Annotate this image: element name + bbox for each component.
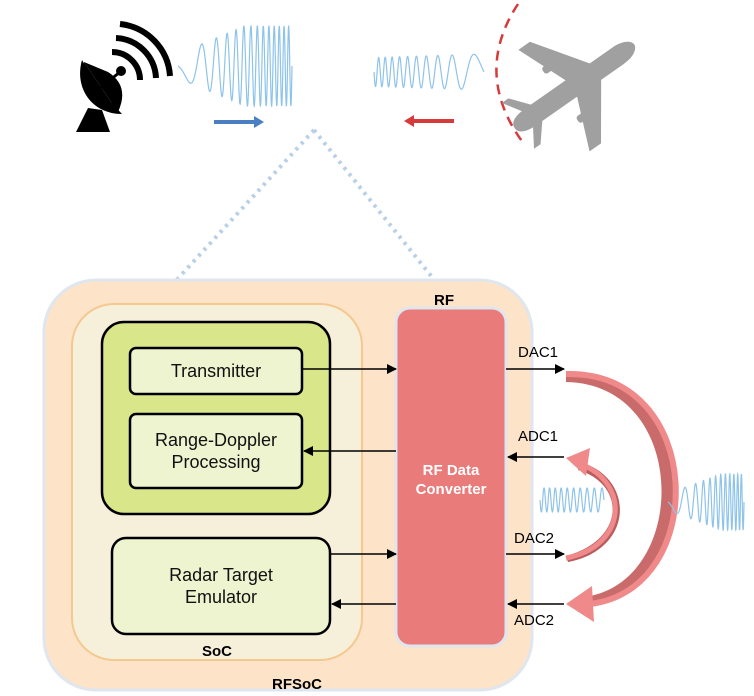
range-doppler-block[interactable]: [128, 412, 304, 490]
aircraft-icon: [501, 41, 636, 152]
transmit-wave: [177, 24, 293, 109]
dac2-label: DAC2: [514, 530, 555, 547]
soc-label: SoC: [202, 643, 232, 660]
outer-loopback-arrow: [565, 370, 679, 622]
adc2-label: ADC2: [514, 612, 555, 629]
dac1-label: DAC1: [518, 344, 559, 361]
rfsoc-label: RFSoC: [272, 676, 322, 693]
adc1-label: ADC1: [518, 428, 559, 445]
transmitter-label: Transmitter: [170, 361, 262, 381]
radar-target-emulator-label: Radar Target Emulator: [169, 565, 273, 607]
loopback-wave-outer: [667, 472, 745, 532]
radar-dish-icon: [76, 21, 173, 132]
reflection-wavefront: [495, 3, 526, 145]
rf-label: RF: [434, 292, 454, 309]
rf-data-converter-block[interactable]: [394, 306, 508, 648]
return-direction-arrow: [404, 115, 454, 127]
loopback-wave-inner: [539, 487, 605, 513]
range-doppler-label: Range-Doppler Processing: [154, 430, 278, 472]
return-wave: [373, 53, 485, 90]
transmitter-block[interactable]: [128, 346, 304, 396]
dotted-connector: [170, 128, 438, 287]
radar-target-emulator-block[interactable]: [110, 536, 332, 636]
port-arrows: [506, 364, 565, 609]
transmit-direction-arrow: [214, 116, 264, 128]
rf-data-converter-label: RF Data Converter: [415, 462, 487, 498]
inner-loopback-arrow: [565, 448, 620, 562]
internal-signal-arrows: [302, 364, 397, 609]
